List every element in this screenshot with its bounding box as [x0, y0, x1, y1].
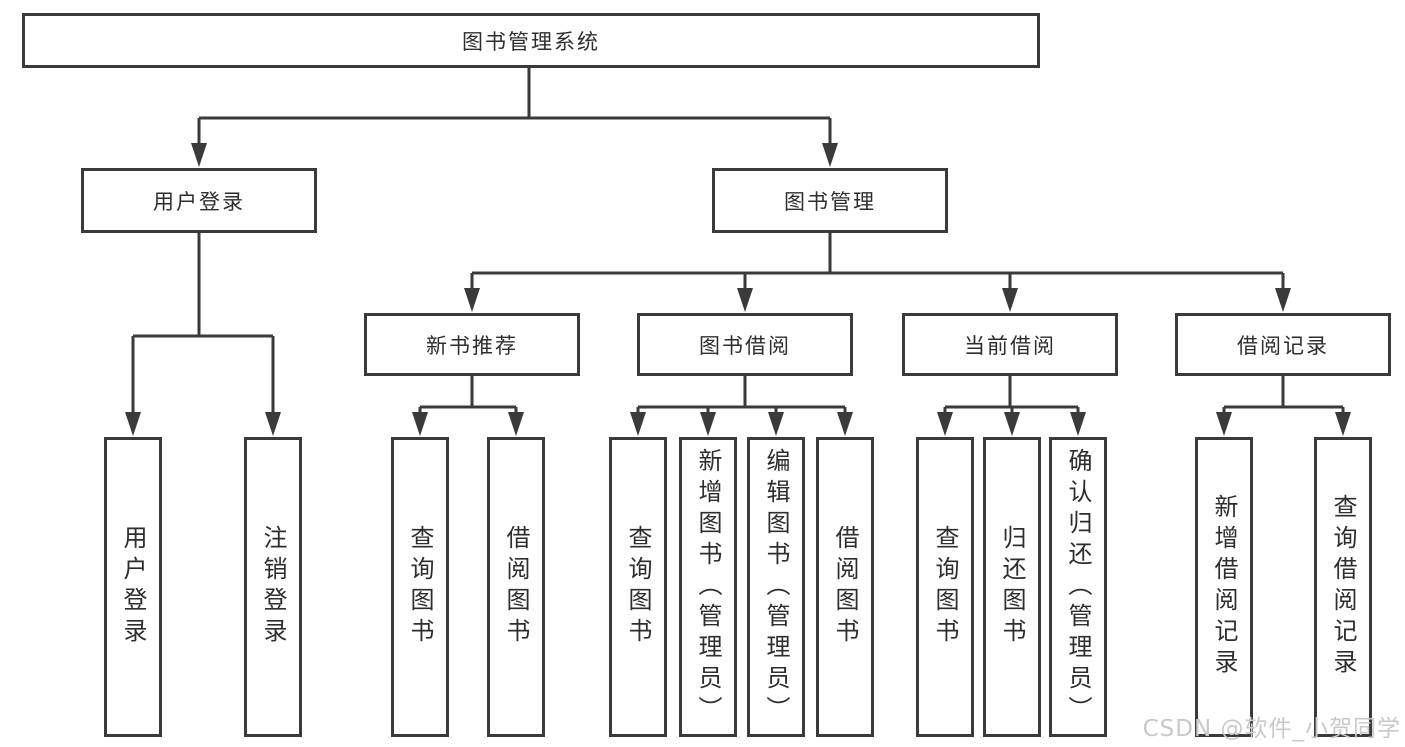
leaf-add-book-admin: 新增图书（管理员） [679, 437, 737, 737]
leaf-edit-book-admin: 编辑图书（管理员） [747, 437, 805, 737]
leaf-label: 借阅图书 [831, 525, 859, 649]
leaf-user-login: 用户登录 [104, 437, 162, 737]
leaf-label: 用户登录 [119, 525, 147, 649]
leaf-logout: 注销登录 [244, 437, 302, 737]
leaf-label: 借阅图书 [502, 525, 530, 649]
connector-borrow-record [1222, 376, 1345, 417]
leaf-query-book-3: 查询图书 [916, 437, 974, 737]
node-borrow-record: 借阅记录 [1175, 313, 1391, 376]
connector-user-login [131, 233, 275, 417]
connector-root [197, 68, 832, 148]
connector-book-management [470, 233, 1285, 293]
connector-book-borrow [636, 376, 847, 417]
leaf-label: 注销登录 [259, 525, 287, 649]
leaf-confirm-return-admin: 确认归还（管理员） [1049, 437, 1107, 737]
node-user-login: 用户登录 [81, 168, 317, 233]
leaf-label: 查询图书 [931, 525, 959, 649]
leaf-add-borrow-record: 新增借阅记录 [1195, 437, 1253, 737]
leaf-return-book: 归还图书 [983, 437, 1041, 737]
leaf-label: 新增图书（管理员） [694, 447, 722, 727]
node-book-management: 图书管理 [712, 168, 948, 233]
leaf-borrow-book-2: 借阅图书 [816, 437, 874, 737]
node-current-borrow: 当前借阅 [902, 313, 1118, 376]
node-new-book-recommend: 新书推荐 [364, 313, 580, 376]
leaf-label: 归还图书 [998, 525, 1026, 649]
node-book-borrow: 图书借阅 [637, 313, 853, 376]
leaf-borrow-book-1: 借阅图书 [487, 437, 545, 737]
leaf-query-borrow-record: 查询借阅记录 [1314, 437, 1372, 737]
leaf-label: 查询图书 [624, 525, 652, 649]
leaf-label: 查询借阅记录 [1329, 494, 1357, 680]
arrowheads [125, 143, 1351, 436]
leaf-label: 确认归还（管理员） [1064, 447, 1092, 727]
leaf-query-book-2: 查询图书 [609, 437, 667, 737]
leaf-label: 查询图书 [406, 525, 434, 649]
connector-new-book [418, 376, 518, 417]
leaf-label: 新增借阅记录 [1210, 494, 1238, 680]
connector-current-borrow [943, 376, 1080, 417]
csdn-watermark: CSDN @软件_小贺同学 [1142, 716, 1401, 742]
leaf-query-book-1: 查询图书 [391, 437, 449, 737]
leaf-label: 编辑图书（管理员） [762, 447, 790, 727]
node-library-system: 图书管理系统 [22, 13, 1040, 68]
